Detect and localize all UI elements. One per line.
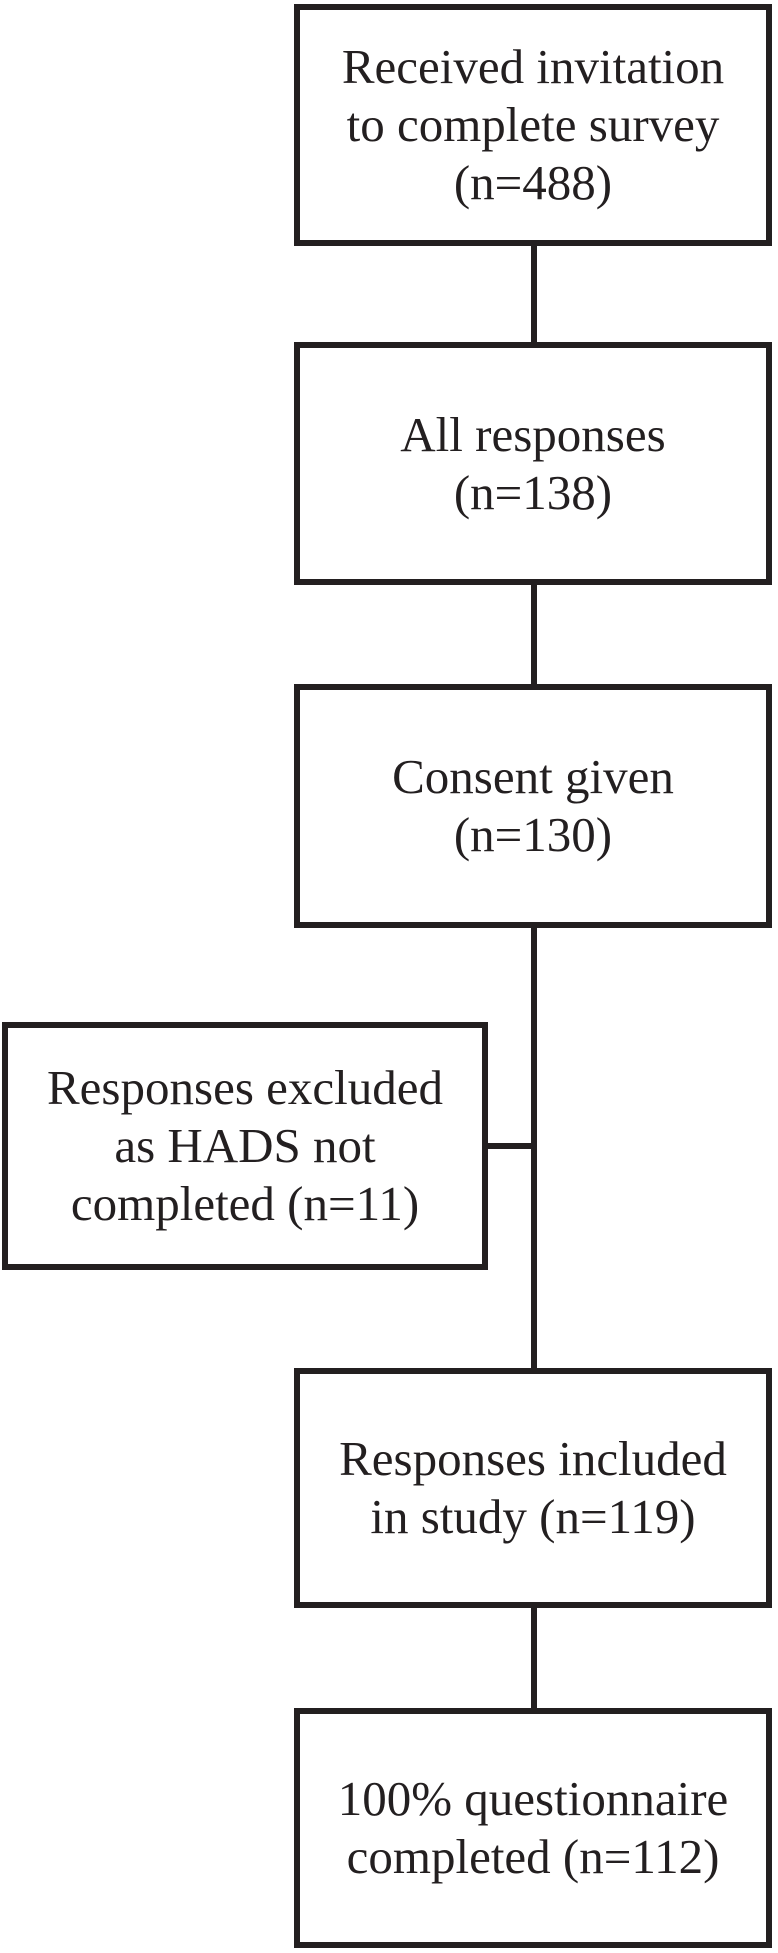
flow-box-responses-included: Responses included in study (n=119) bbox=[294, 1368, 772, 1608]
flow-box-all-responses-label: All responses (n=138) bbox=[400, 406, 666, 520]
flow-box-received-invitation: Received invitation to complete survey (… bbox=[294, 4, 772, 246]
flow-box-consent-given-label: Consent given (n=130) bbox=[392, 749, 674, 862]
flow-box-responses-excluded: Responses excluded as HADS not completed… bbox=[2, 1022, 488, 1270]
connector-excluded-side-branch bbox=[482, 1143, 534, 1149]
connector-consent-to-included bbox=[531, 922, 537, 1372]
flow-box-received-invitation-label: Received invitation to complete survey (… bbox=[341, 39, 725, 210]
connector-included-to-completed bbox=[531, 1602, 537, 1712]
connector-all-responses-to-consent bbox=[531, 580, 537, 688]
flow-box-responses-included-label: Responses included in study (n=119) bbox=[339, 1431, 727, 1544]
flow-box-questionnaire-completed-label: 100% questionnaire completed (n=112) bbox=[337, 1771, 729, 1884]
connector-received-to-all-responses bbox=[531, 240, 537, 346]
flow-box-all-responses: All responses (n=138) bbox=[294, 342, 772, 585]
flow-box-responses-excluded-label: Responses excluded as HADS not completed… bbox=[47, 1060, 443, 1231]
flow-box-questionnaire-completed: 100% questionnaire completed (n=112) bbox=[294, 1708, 772, 1948]
flow-box-consent-given: Consent given (n=130) bbox=[294, 684, 772, 928]
